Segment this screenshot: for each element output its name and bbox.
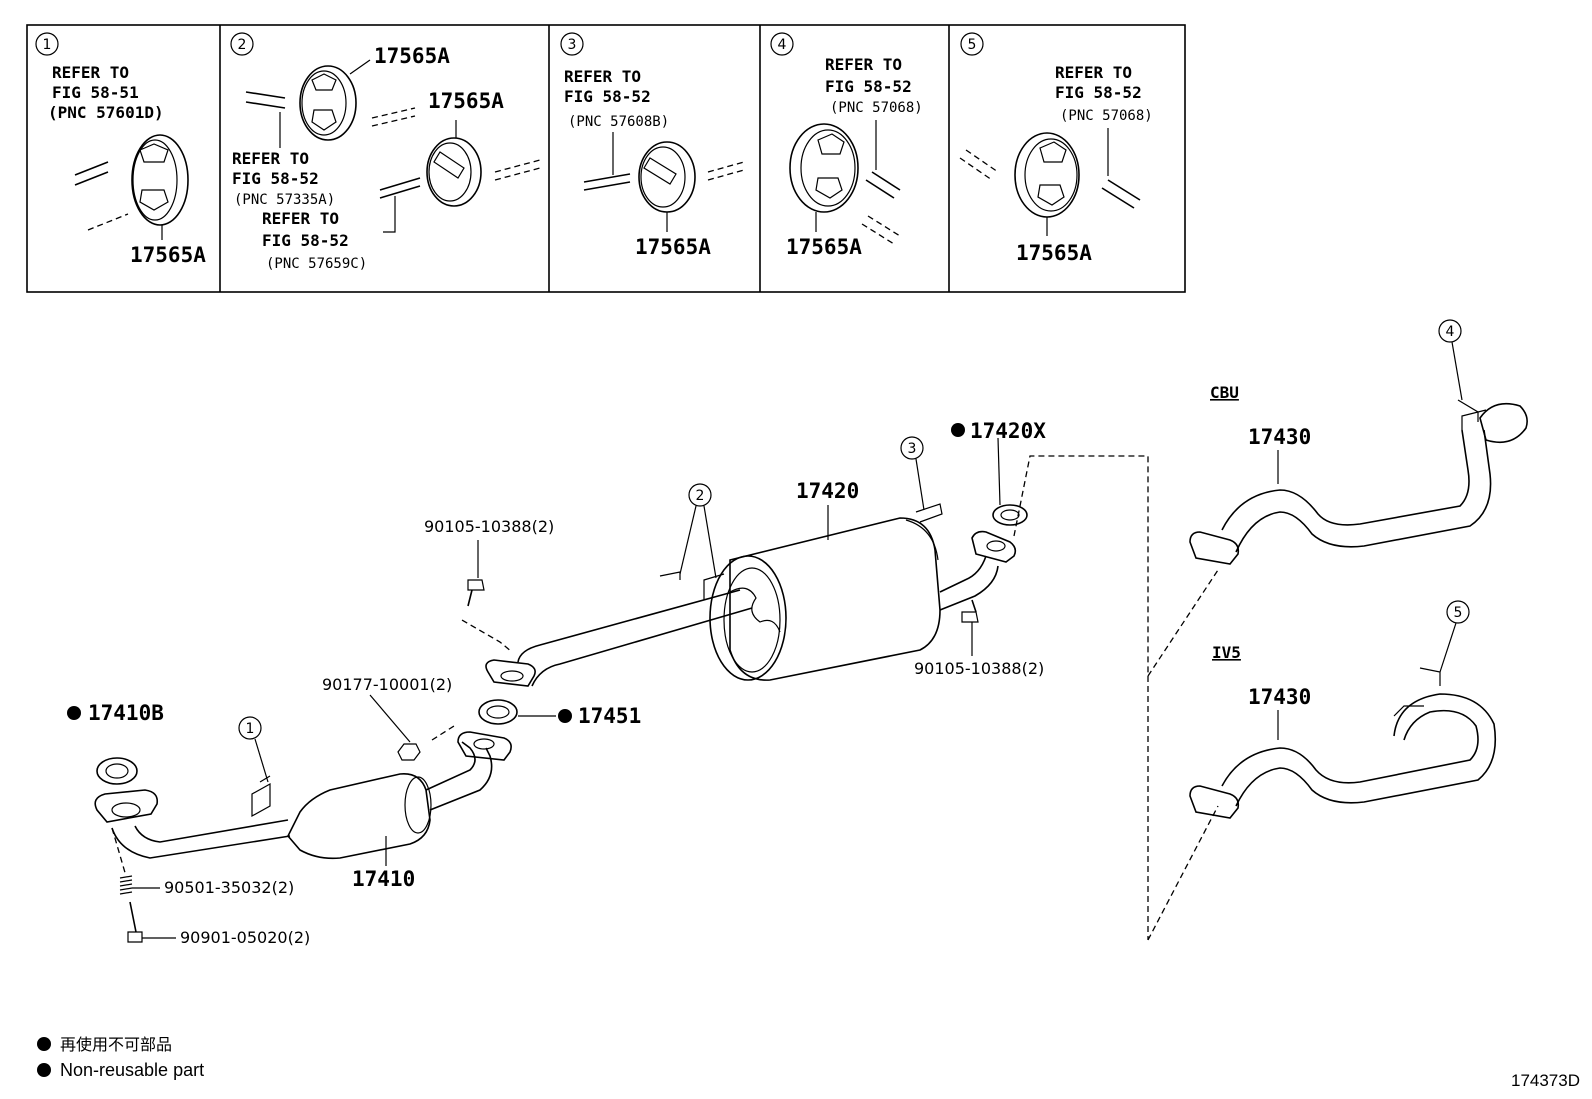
svg-text:3: 3: [568, 37, 577, 53]
svg-text:17565A: 17565A: [1016, 241, 1092, 265]
svg-text:90105-10388(2): 90105-10388(2): [424, 517, 554, 536]
center-muffler-17420: 2 3 17420X 17420: [485, 419, 1046, 687]
bolt-90105-left: 90105-10388(2): [424, 517, 554, 653]
svg-text:REFER TO: REFER TO: [1055, 63, 1132, 82]
svg-text:FIG 58-52: FIG 58-52: [564, 87, 651, 106]
svg-text:17565A: 17565A: [374, 44, 450, 68]
svg-text:(PNC 57335A): (PNC 57335A): [234, 192, 335, 208]
nut-90177: 90177-10001(2): [322, 675, 455, 761]
leader-to-tailpipe: [1013, 455, 1149, 676]
svg-text:90177-10001(2): 90177-10001(2): [322, 675, 452, 694]
svg-text:90105-10388(2): 90105-10388(2): [914, 659, 1044, 678]
svg-text:(PNC 57608B): (PNC 57608B): [568, 114, 669, 130]
svg-text:4: 4: [1446, 324, 1455, 340]
svg-text:17420X: 17420X: [970, 419, 1046, 443]
inset-1: 1 REFER TO FIG 58-51 (PNC 57601D) 17565A: [35, 32, 206, 267]
svg-text:17420: 17420: [796, 479, 859, 503]
svg-text:5: 5: [968, 37, 977, 53]
svg-text:5: 5: [1454, 605, 1463, 621]
tailpipe-17430-iv5: IV5 17430 5: [1189, 600, 1497, 819]
svg-text:90501-35032(2): 90501-35032(2): [164, 878, 294, 897]
inset-5: 5 REFER TO FIG 58-52 (PNC 57068) 17565A: [959, 32, 1153, 265]
inset-3: 3 REFER TO FIG 58-52 (PNC 57608B) 17565A: [560, 32, 745, 259]
svg-text:17565A: 17565A: [786, 235, 862, 259]
tailpipe-17430-cbu: CBU 17430 4: [1189, 319, 1528, 565]
legend-jp: 再使用不可部品: [60, 1036, 172, 1054]
svg-text:17565A: 17565A: [635, 235, 711, 259]
svg-text:REFER TO: REFER TO: [825, 55, 902, 74]
front-pipe-17410: 17410B 1 17410: [67, 701, 512, 891]
svg-text:FIG 58-52: FIG 58-52: [825, 77, 912, 96]
svg-text:FIG 58-51: FIG 58-51: [52, 83, 139, 102]
gasket-17451: 17451: [478, 699, 641, 728]
inset-1-number: 1: [43, 37, 52, 53]
part-17410-label: 17410: [352, 867, 415, 891]
part-17410B-label: 17410B: [88, 701, 164, 725]
svg-text:(PNC 57659C): (PNC 57659C): [266, 256, 367, 272]
svg-text:2: 2: [238, 37, 247, 53]
inset-4: 4 REFER TO FIG 58-52 (PNC 57068) 17565A: [770, 32, 923, 259]
svg-text:(PNC 57601D): (PNC 57601D): [48, 103, 164, 122]
svg-text:4: 4: [778, 37, 787, 53]
svg-text:IV5: IV5: [1212, 643, 1241, 662]
svg-text:REFER TO: REFER TO: [52, 63, 129, 82]
svg-text:REFER TO: REFER TO: [232, 149, 309, 168]
svg-text:17430: 17430: [1248, 425, 1311, 449]
inset-panel: [26, 24, 1186, 293]
svg-text:17565A: 17565A: [428, 89, 504, 113]
bolt-90105-right: 90105-10388(2): [914, 599, 1044, 678]
svg-text:FIG 58-52: FIG 58-52: [1055, 83, 1142, 102]
legend-en: Non-reusable part: [60, 1060, 204, 1080]
svg-text:2: 2: [696, 488, 705, 504]
legend: 再使用不可部品 Non-reusable part: [37, 1036, 204, 1080]
svg-text:90901-05020(2): 90901-05020(2): [180, 928, 310, 947]
svg-text:FIG 58-52: FIG 58-52: [232, 169, 319, 188]
svg-text:17430: 17430: [1248, 685, 1311, 709]
svg-text:(PNC 57068): (PNC 57068): [830, 100, 923, 116]
svg-text:17451: 17451: [578, 704, 641, 728]
svg-text:FIG 58-52: FIG 58-52: [262, 231, 349, 250]
figure-id: 174373D: [1511, 1071, 1580, 1090]
svg-text:1: 1: [246, 721, 255, 737]
inset-1-part: 17565A: [130, 243, 206, 267]
svg-text:REFER TO: REFER TO: [564, 67, 641, 86]
svg-text:3: 3: [908, 441, 917, 457]
svg-text:REFER TO: REFER TO: [262, 209, 339, 228]
spring-and-bolt: 90501-35032(2) 90901-05020(2): [111, 827, 310, 947]
svg-text:CBU: CBU: [1210, 383, 1239, 402]
inset-2: 2 17565A 17565A REFER TO FIG 58-52 (PNC …: [230, 32, 541, 272]
svg-text:(PNC 57068): (PNC 57068): [1060, 108, 1153, 124]
